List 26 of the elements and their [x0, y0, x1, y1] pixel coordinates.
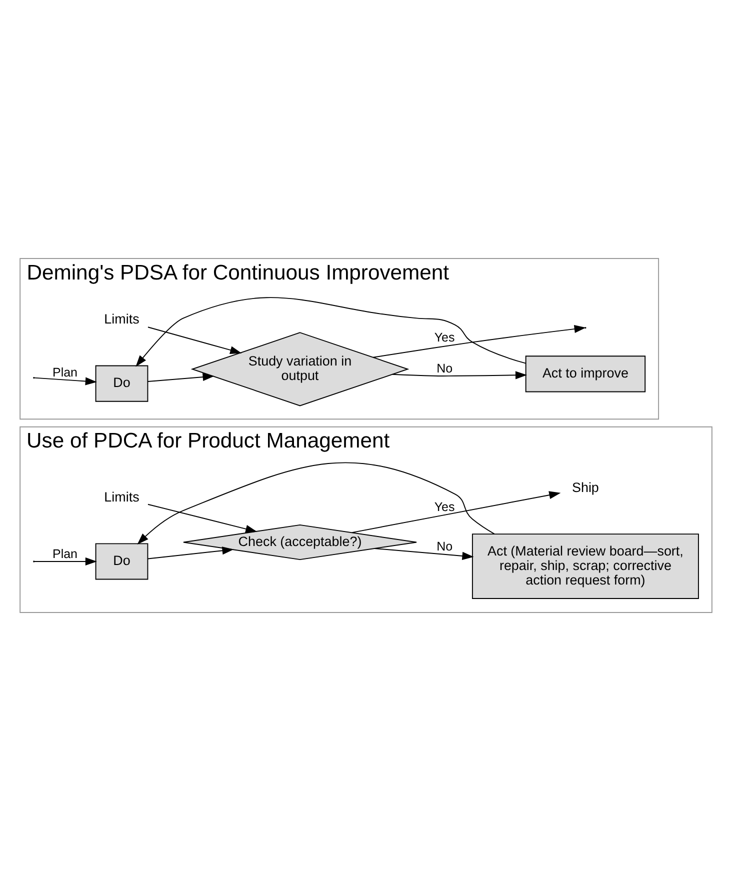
node-box: Do — [95, 365, 148, 402]
arrow — [34, 377, 97, 386]
edge-label: No — [436, 361, 453, 376]
arrow — [374, 548, 474, 560]
arrow — [392, 371, 528, 380]
arrow — [34, 557, 97, 566]
arrow — [372, 324, 586, 358]
node-text: Ship — [572, 480, 599, 495]
arrow — [352, 491, 561, 534]
arrow — [148, 372, 214, 382]
node-text: Limits — [104, 490, 140, 505]
arrow — [148, 326, 242, 354]
node-diamond: Study variation in output — [190, 332, 410, 406]
edge-label: Plan — [52, 547, 78, 562]
node-box: Do — [95, 543, 148, 580]
arrow — [137, 462, 495, 545]
edge-label: Yes — [434, 500, 455, 514]
arrow — [136, 297, 526, 367]
arrow — [148, 546, 234, 560]
edge-label: Yes — [434, 330, 455, 345]
edge-label: No — [436, 539, 453, 554]
node-box: Act (Material review board—sort, repair, ship, scrap; corrective action request form) — [472, 534, 699, 599]
node-box: Act to improve — [525, 356, 646, 392]
edge-label: Plan — [52, 365, 78, 380]
arrow — [148, 504, 258, 533]
node-text: Limits — [104, 312, 140, 327]
